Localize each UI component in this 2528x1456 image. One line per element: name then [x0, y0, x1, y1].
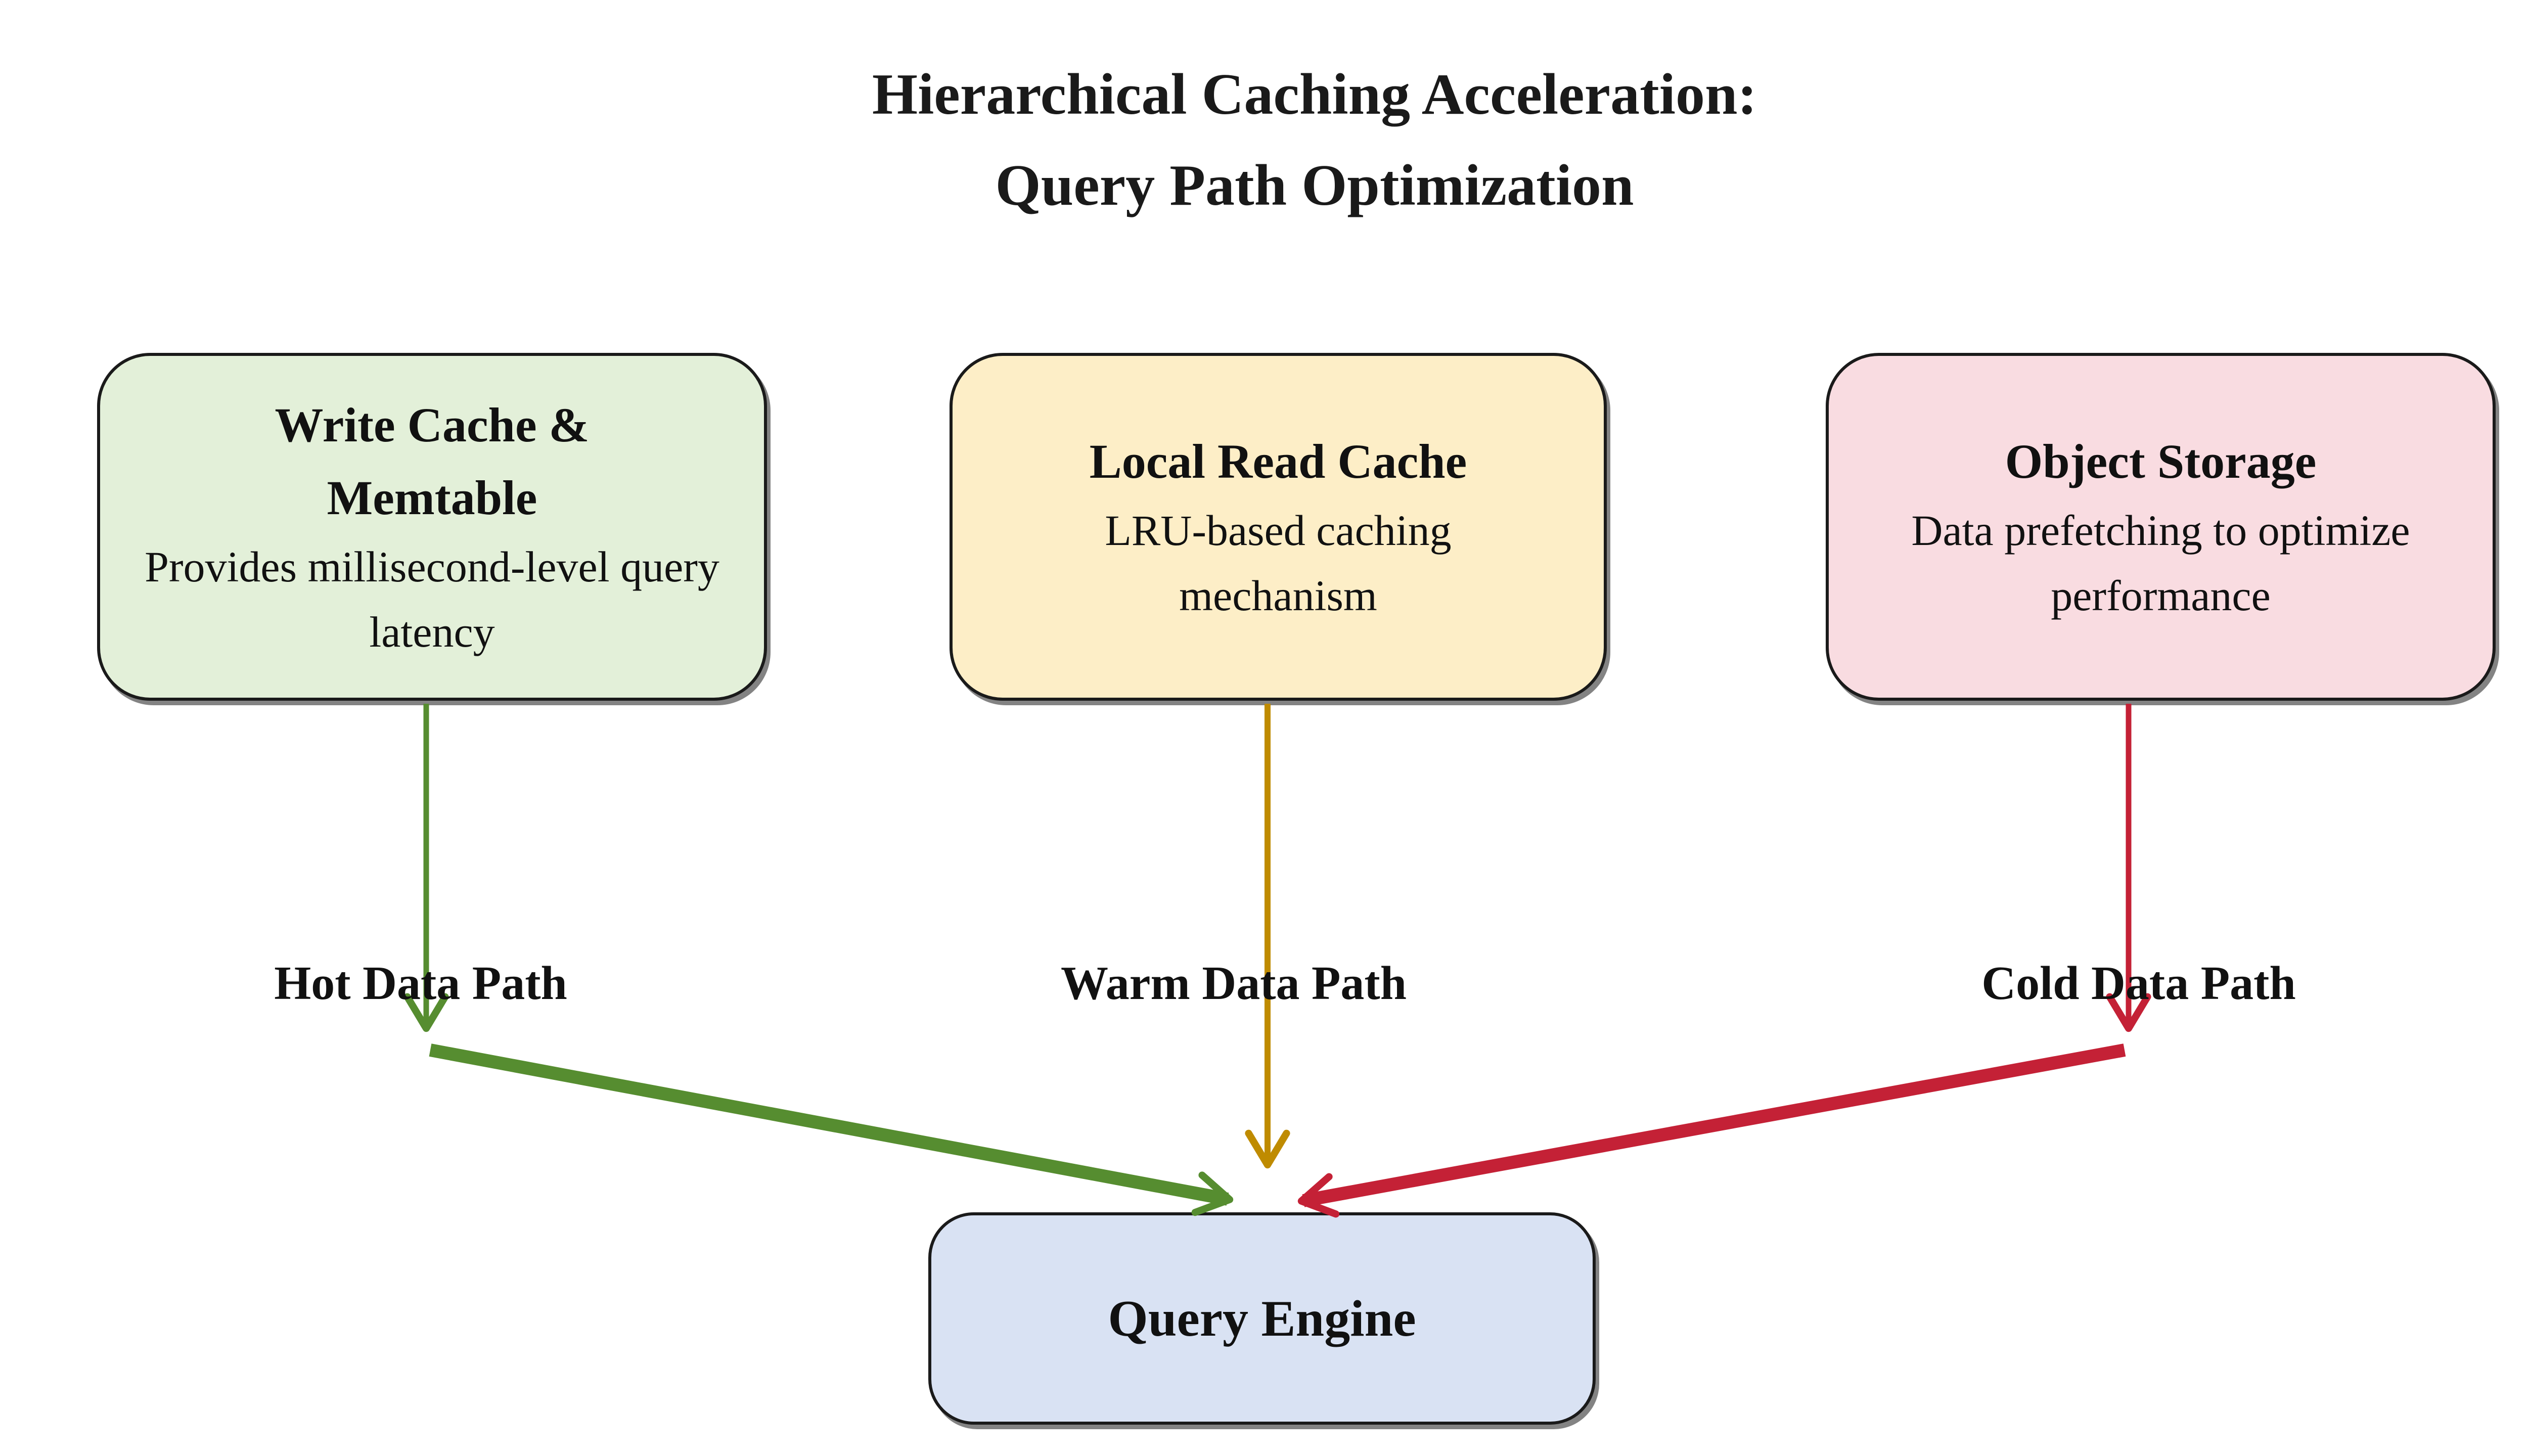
node-write-cache-title: Write Cache & Memtable [275, 398, 590, 525]
cold-data-path-label: Cold Data Path [1981, 957, 2296, 1010]
node-object-storage: Object Storage Data prefetching to optim… [1826, 353, 2496, 701]
node-query-engine: Query Engine [928, 1212, 1596, 1425]
cold-path-diagonal-arrow [1297, 1043, 2126, 1218]
diagram-title: Hierarchical Caching Acceleration: Query… [20, 50, 2528, 232]
node-local-read-cache: Local Read Cache LRU-based caching mecha… [950, 353, 1607, 701]
node-object-storage-subtitle: Data prefetching to optimize performance [1911, 506, 2410, 620]
node-write-cache-subtitle: Provides millisecond-level query latency [145, 542, 719, 656]
node-write-cache-memtable: Write Cache & Memtable Provides millisec… [97, 353, 767, 701]
node-local-read-cache-subtitle: LRU-based caching mechanism [1105, 506, 1452, 620]
node-object-storage-title: Object Storage [2005, 434, 2317, 488]
hot-path-diagonal-arrow [429, 1043, 1234, 1216]
warm-data-path-label: Warm Data Path [1060, 957, 1407, 1010]
node-local-read-cache-title: Local Read Cache [1089, 434, 1467, 488]
node-query-engine-title: Query Engine [1108, 1290, 1416, 1347]
diagram-title-line2: Query Path Optimization [995, 153, 1634, 218]
diagram-title-line1: Hierarchical Caching Acceleration: [872, 62, 1757, 127]
hot-data-path-label: Hot Data Path [274, 957, 567, 1010]
